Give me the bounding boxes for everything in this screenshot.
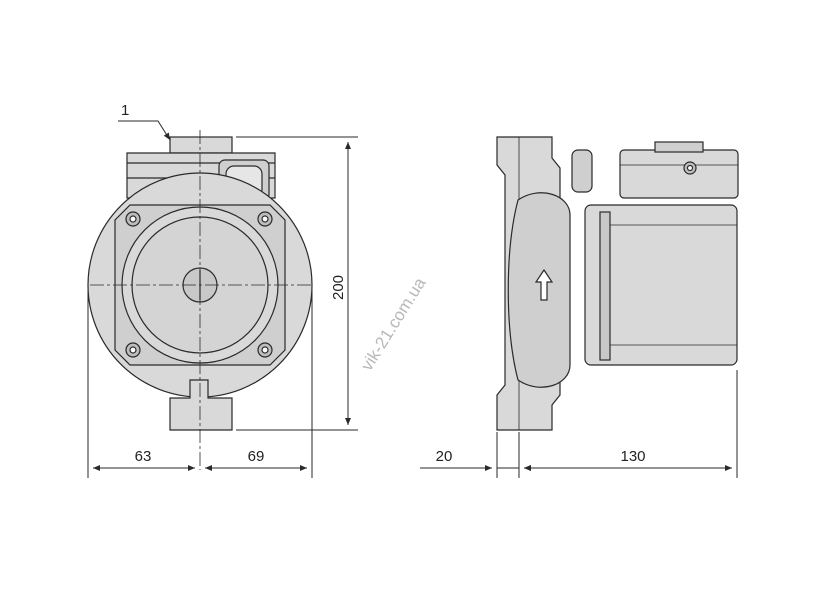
coupling-nut (571, 149, 593, 193)
front-width-dimensions (87, 285, 313, 478)
height-dimension (236, 136, 358, 431)
side-dimensions (420, 370, 738, 478)
dim-flange-label: 20 (436, 448, 453, 465)
dim-height-label: 200 (330, 275, 347, 300)
dim-right-label: 69 (248, 448, 265, 465)
top-outlet-pipe (169, 136, 233, 154)
callout-1 (118, 120, 171, 141)
dim-left-label: 63 (135, 448, 152, 465)
volute (507, 192, 571, 388)
flow-direction-arrow (534, 268, 554, 301)
watermark: vik-21.com.ua (357, 274, 429, 374)
callout-label: 1 (121, 102, 129, 119)
side-view (496, 136, 739, 431)
bottom-inlet-pipe (169, 379, 233, 431)
flange-bolts (125, 211, 273, 358)
side-terminal-box (619, 149, 739, 199)
front-view (87, 130, 313, 470)
dim-length-label: 130 (620, 448, 645, 465)
motor-body (584, 204, 738, 366)
